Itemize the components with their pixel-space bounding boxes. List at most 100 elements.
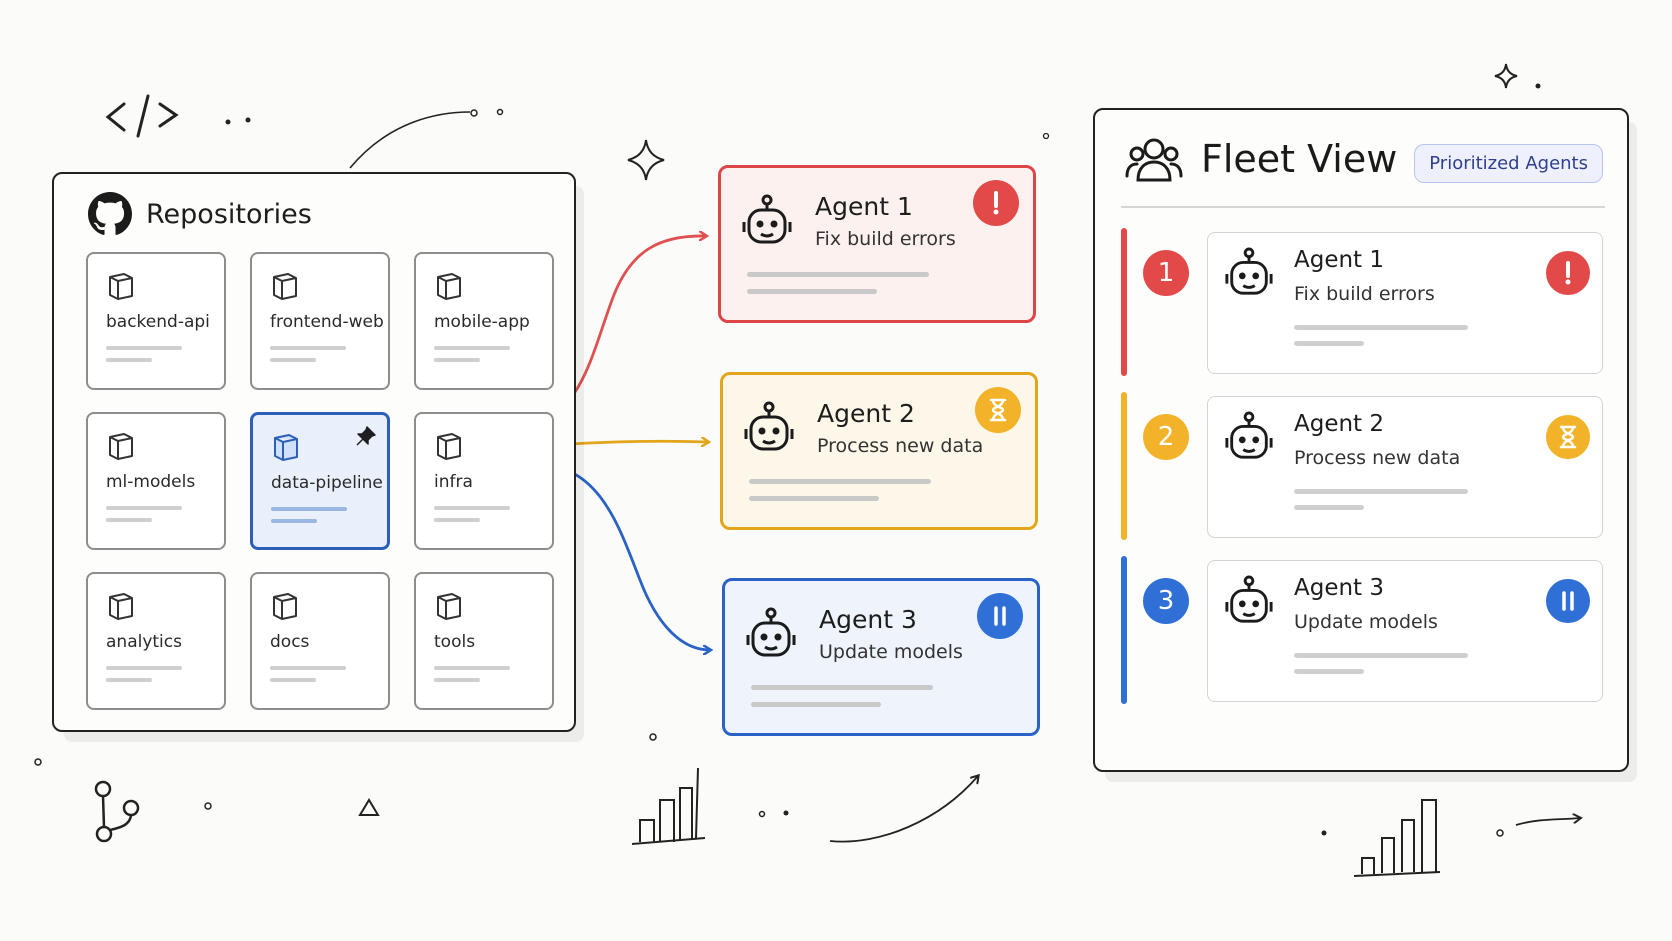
- repo-name: docs: [270, 632, 310, 652]
- repo-name: mobile-app: [434, 312, 530, 332]
- placeholder-line: [1294, 653, 1468, 658]
- hourglass-icon: [1546, 415, 1590, 459]
- repo-tile-docs[interactable]: docs: [250, 572, 390, 710]
- placeholder-line: [434, 678, 480, 682]
- placeholder-line: [271, 519, 317, 523]
- agent-name: Agent 2: [1294, 411, 1385, 437]
- placeholder-line: [434, 666, 510, 670]
- repo-box-icon: [274, 434, 298, 461]
- repo-tile-frontend-web[interactable]: frontend-web: [250, 252, 390, 390]
- pause-icon: [1546, 579, 1590, 623]
- placeholder-line: [747, 289, 877, 294]
- github-icon: [88, 192, 132, 235]
- repositories-panel: Repositories backend-api frontend-web mo…: [52, 172, 576, 732]
- priority-rank: 1: [1143, 250, 1189, 296]
- placeholder-line: [106, 506, 182, 510]
- placeholder-line: [106, 518, 152, 522]
- fleet-agent-card[interactable]: Agent 1 Fix build errors: [1207, 232, 1603, 374]
- agent-task: Process new data: [1294, 447, 1461, 469]
- agent-task: Update models: [819, 641, 963, 663]
- repositories-title: Repositories: [146, 198, 312, 230]
- placeholder-line: [1294, 341, 1364, 346]
- fleet-view-panel: Fleet View Prioritized Agents 1 Agent 1 …: [1093, 108, 1629, 772]
- placeholder-line: [106, 666, 182, 670]
- agent-task: Fix build errors: [1294, 283, 1435, 305]
- exclamation-icon: [973, 180, 1019, 226]
- priority-stripe: [1121, 556, 1127, 704]
- robot-icon: [1225, 411, 1273, 459]
- hourglass-icon: [975, 387, 1021, 433]
- fleet-row-1: 1 Agent 1 Fix build errors: [1121, 228, 1607, 378]
- repo-box-icon: [109, 433, 133, 460]
- agent-task: Update models: [1294, 611, 1438, 633]
- placeholder-line: [434, 346, 510, 350]
- placeholder-line: [270, 358, 316, 362]
- branch-icon: [94, 780, 140, 843]
- robot-icon: [1225, 247, 1273, 295]
- repo-box-icon: [109, 593, 133, 620]
- robot-icon: [742, 194, 792, 244]
- repo-tile-analytics[interactable]: analytics: [86, 572, 226, 710]
- agent-card-1[interactable]: Agent 1 Fix build errors: [718, 165, 1036, 323]
- fleet-agent-card[interactable]: Agent 3 Update models: [1207, 560, 1603, 702]
- sparkle-icon: [627, 139, 665, 181]
- prioritized-agents-badge[interactable]: Prioritized Agents: [1414, 144, 1603, 183]
- pin-icon: [356, 426, 376, 446]
- placeholder-line: [271, 507, 347, 511]
- repo-tile-tools[interactable]: tools: [414, 572, 554, 710]
- sparkle-icon: [1494, 63, 1518, 89]
- priority-stripe: [1121, 392, 1127, 540]
- agent-name: Agent 1: [1294, 247, 1385, 273]
- agent-task: Process new data: [817, 435, 984, 457]
- placeholder-line: [1294, 669, 1364, 674]
- placeholder-line: [1294, 489, 1468, 494]
- repo-box-icon: [109, 273, 133, 300]
- robot-icon: [744, 401, 794, 451]
- fleet-view-title: Fleet View: [1201, 137, 1398, 181]
- agent-card-2[interactable]: Agent 2 Process new data: [720, 372, 1038, 530]
- priority-rank: 2: [1143, 414, 1189, 460]
- placeholder-line: [106, 358, 152, 362]
- repo-box-icon: [437, 593, 461, 620]
- repo-tile-ml-models[interactable]: ml-models: [86, 412, 226, 550]
- repo-name: analytics: [106, 632, 182, 652]
- repo-tile-infra[interactable]: infra: [414, 412, 554, 550]
- placeholder-line: [749, 479, 931, 484]
- divider: [1121, 206, 1605, 208]
- agent-name: Agent 3: [819, 605, 917, 634]
- agent-name: Agent 1: [815, 192, 913, 221]
- repo-name: data-pipeline: [271, 473, 383, 493]
- repo-name: ml-models: [106, 472, 196, 492]
- repo-name: frontend-web: [270, 312, 384, 332]
- repo-name: tools: [434, 632, 476, 652]
- placeholder-line: [434, 518, 480, 522]
- fleet-agent-card[interactable]: Agent 2 Process new data: [1207, 396, 1603, 538]
- repo-tile-backend-api[interactable]: backend-api: [86, 252, 226, 390]
- agent-card-3[interactable]: Agent 3 Update models: [722, 578, 1040, 736]
- fleet-row-3: 3 Agent 3 Update models: [1121, 556, 1607, 706]
- placeholder-line: [434, 358, 480, 362]
- placeholder-line: [434, 506, 510, 510]
- repo-box-icon: [437, 433, 461, 460]
- repo-name: backend-api: [106, 312, 210, 332]
- placeholder-line: [1294, 505, 1364, 510]
- robot-icon: [746, 607, 796, 657]
- placeholder-line: [751, 702, 881, 707]
- repository-grid: backend-api frontend-web mobile-app ml-m…: [86, 252, 554, 710]
- agent-name: Agent 2: [817, 399, 915, 428]
- priority-rank: 3: [1143, 578, 1189, 624]
- repo-tile-data-pipeline[interactable]: data-pipeline: [250, 412, 390, 550]
- fleet-view-header: Fleet View: [1125, 134, 1397, 184]
- chart-doodle-icon: [631, 767, 706, 845]
- exclamation-icon: [1546, 251, 1590, 295]
- chart-doodle-icon: [1353, 799, 1441, 877]
- placeholder-line: [749, 496, 879, 501]
- priority-stripe: [1121, 228, 1127, 376]
- robot-icon: [1225, 575, 1273, 623]
- placeholder-line: [751, 685, 933, 690]
- placeholder-line: [106, 678, 152, 682]
- repo-tile-mobile-app[interactable]: mobile-app: [414, 252, 554, 390]
- repositories-header: Repositories: [88, 192, 312, 236]
- placeholder-line: [270, 346, 346, 350]
- triangle-icon: [358, 798, 380, 816]
